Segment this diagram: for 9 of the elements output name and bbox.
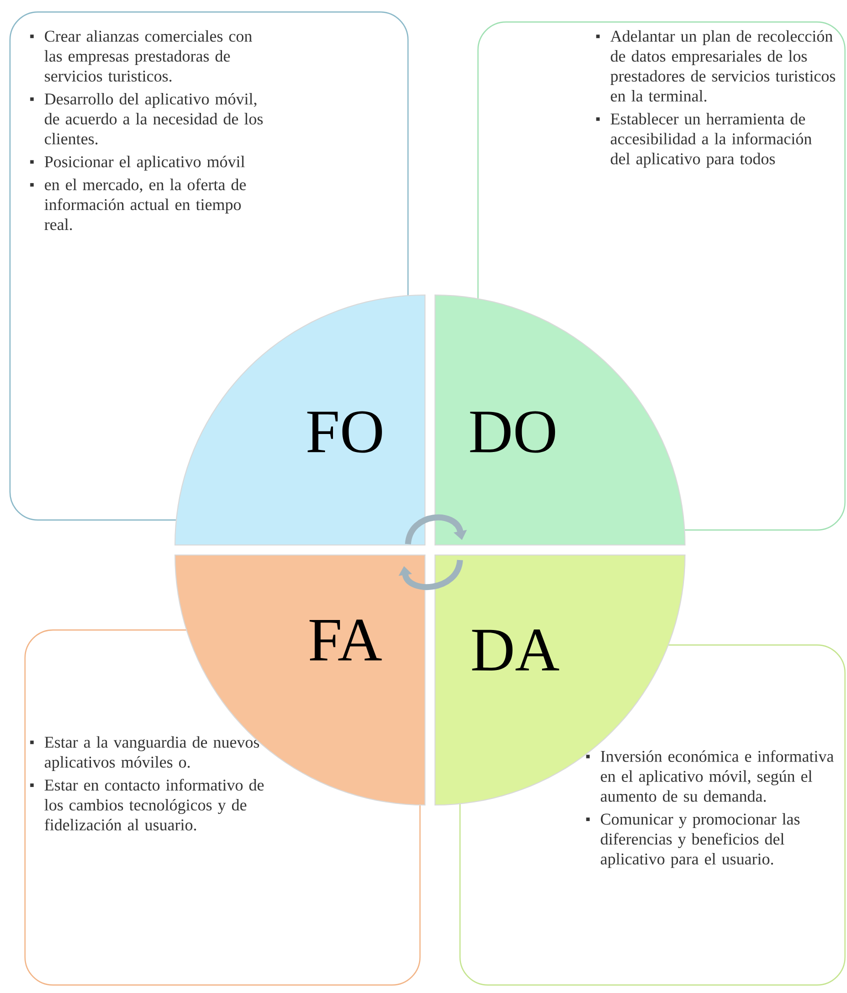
- bullet-item: Establecer un herramienta de accesibilidad a la información del aplicativo para todos: [596, 112, 812, 168]
- bullet-item: Posicionar el aplicativo móvil: [30, 156, 245, 171]
- quadrant: DO: [434, 294, 686, 546]
- quadrant: FO: [174, 294, 426, 546]
- bullet-item: Crear alianzas comerciales con las empresas prestadoras de servicios turisticos.: [30, 30, 252, 82]
- bullet-item: Comunicar y promocionar las diferencias y beneficios del aplicativo para el usuario.: [586, 813, 800, 868]
- bullet-item: en el mercado, en la oferta de información actual en tiempo real.: [30, 178, 246, 230]
- bullet-item: Adelantar un plan de recolección de datos empresariales de los prestadores de servicios turisticos en la terminal.: [596, 30, 836, 102]
- bullet-item: Desarrollo del aplicativo móvil, de acuerdo a la necesidad de los clientes.: [30, 92, 263, 144]
